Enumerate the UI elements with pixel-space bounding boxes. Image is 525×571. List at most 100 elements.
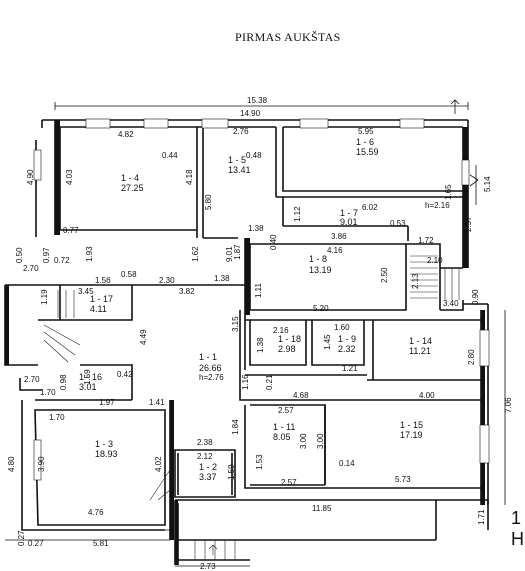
room-1-8-id: 1 - 8 bbox=[309, 254, 327, 264]
room-1-3-area: 18.93 bbox=[95, 449, 118, 459]
dim-label: 3.00 bbox=[316, 433, 325, 449]
room-1-15-id: 1 - 15 bbox=[400, 420, 423, 430]
room-1-14-id: 1 - 14 bbox=[409, 336, 432, 346]
dim-label: 4.00 bbox=[419, 391, 435, 400]
room-1-7-height: h=2.16 bbox=[425, 201, 450, 210]
dim-label: 5.20 bbox=[313, 304, 329, 313]
dim-label: 0.44 bbox=[162, 151, 178, 160]
corner-label-top: 1 bbox=[511, 508, 521, 528]
room-1-1-height: h=2.76 bbox=[199, 373, 224, 382]
room-1-2-area: 3.37 bbox=[199, 472, 217, 482]
dim-label: 2.10 bbox=[427, 256, 443, 265]
dim-label: 1.21 bbox=[342, 364, 358, 373]
room-1-4-id: 1 - 4 bbox=[121, 173, 139, 183]
room-1-16-id: 1 - 16 bbox=[79, 372, 102, 382]
room-1-18-area: 2.98 bbox=[278, 344, 296, 354]
dim-label: 5.80 bbox=[204, 194, 213, 210]
dim-label: 2.30 bbox=[159, 276, 175, 285]
dim-label: 6.02 bbox=[362, 203, 378, 212]
dim-label: 1.38 bbox=[248, 224, 264, 233]
dim-label: 0.21 bbox=[265, 374, 274, 390]
dim-label: 0.98 bbox=[59, 374, 68, 390]
dim-label: 0.72 bbox=[54, 256, 70, 265]
dim-label: 2.57 bbox=[281, 478, 297, 487]
room-1-1-area: 26.66 bbox=[199, 363, 222, 373]
dim-label: 0.97 bbox=[42, 247, 51, 263]
dim-label: 15.38 bbox=[247, 96, 268, 105]
walls bbox=[4, 119, 489, 565]
dim-label: 0.53 bbox=[390, 219, 406, 228]
dim-label: 4.90 bbox=[26, 169, 35, 185]
room-1-8-area: 13.19 bbox=[309, 265, 332, 275]
dim-label: 3.40 bbox=[443, 299, 459, 308]
room-1-7-id: 1 - 7 bbox=[340, 208, 358, 218]
dim-label: 1.65 bbox=[444, 184, 453, 200]
dim-label: 5.73 bbox=[395, 475, 411, 484]
room-1-16-area: 3.01 bbox=[79, 382, 97, 392]
dim-label: 4.68 bbox=[293, 391, 309, 400]
dim-label: 0.27 bbox=[17, 530, 26, 546]
dim-label: 3.15 bbox=[231, 316, 240, 332]
dim-label: 2.50 bbox=[380, 267, 389, 283]
dim-label: 4.82 bbox=[118, 130, 134, 139]
dim-label: 2.38 bbox=[197, 438, 213, 447]
dim-label: 2.12 bbox=[197, 452, 213, 461]
dim-label: 0.14 bbox=[339, 459, 355, 468]
room-1-5-id: 1 - 5 bbox=[228, 155, 246, 165]
dim-label: 1.93 bbox=[85, 246, 94, 262]
corner-label-bottom: H bbox=[511, 529, 524, 549]
dim-label: 3.86 bbox=[331, 232, 347, 241]
dim-label: 1.12 bbox=[293, 206, 302, 222]
dim-label: 0.27 bbox=[28, 539, 44, 548]
dim-label: 1.41 bbox=[149, 398, 165, 407]
room-1-18-id: 1 - 18 bbox=[278, 334, 301, 344]
dim-label: 4.76 bbox=[88, 508, 104, 517]
dim-label: 1.60 bbox=[334, 323, 350, 332]
dim-label: 1.70 bbox=[49, 413, 65, 422]
dim-label: 2.76 bbox=[233, 127, 249, 136]
room-1-14-area: 11.21 bbox=[409, 346, 431, 356]
dim-label: 14.90 bbox=[240, 109, 261, 118]
dim-label: 1.62 bbox=[191, 246, 200, 262]
dim-label: 4.16 bbox=[327, 246, 343, 255]
dim-label: 1.87 bbox=[233, 244, 242, 260]
room-1-9-id: 1 - 9 bbox=[338, 334, 356, 344]
dim-label: 4.02 bbox=[154, 456, 163, 472]
dim-label: 3.00 bbox=[299, 433, 308, 449]
wall-hatch bbox=[5, 120, 485, 565]
room-1-1-id: 1 - 1 bbox=[199, 352, 217, 362]
dim-label: 1.56 bbox=[95, 276, 111, 285]
room-1-11-id: 1 - 11 bbox=[273, 422, 295, 432]
dim-label: 1.84 bbox=[231, 419, 240, 435]
dim-label: 11.85 bbox=[312, 504, 332, 513]
dim-label: 2.13 bbox=[411, 273, 420, 289]
windows bbox=[33, 118, 490, 481]
dim-label: 1.72 bbox=[418, 236, 434, 245]
room-1-11-area: 8.05 bbox=[273, 432, 291, 442]
dim-label: 4.80 bbox=[7, 456, 16, 472]
room-1-17-id: 1 - 17 bbox=[90, 294, 113, 304]
dim-label: 1.45 bbox=[323, 334, 332, 350]
dim-label: 1.19 bbox=[40, 289, 49, 305]
dim-label: 5.95 bbox=[358, 127, 374, 136]
room-1-3-id: 1 - 3 bbox=[95, 439, 113, 449]
room-1-2-id: 1 - 2 bbox=[199, 462, 217, 472]
dim-label: 0.50 bbox=[15, 247, 24, 263]
room-labels: 1 - 4 27.25 1 - 5 13.41 1 - 6 15.59 1 - … bbox=[79, 137, 450, 482]
dim-label: 1.16 bbox=[241, 374, 250, 390]
room-1-17-area: 4.11 bbox=[90, 304, 107, 314]
dim-label: 1.53 bbox=[255, 454, 264, 470]
dim-label: 0.90 bbox=[471, 289, 480, 305]
dim-label: 5.14 bbox=[483, 176, 492, 192]
dimension-lines bbox=[5, 99, 506, 567]
stairs bbox=[43, 255, 460, 560]
dim-label: 1.11 bbox=[254, 282, 263, 298]
dim-label: 1.97 bbox=[99, 398, 115, 407]
dim-label: 1.70 bbox=[40, 388, 56, 397]
room-1-9-area: 2.32 bbox=[338, 344, 356, 354]
room-1-7-area: 9.01 bbox=[340, 217, 358, 227]
dim-label: 1.59 bbox=[83, 369, 92, 385]
dim-label: 2.16 bbox=[273, 326, 289, 335]
room-1-6-area: 15.59 bbox=[356, 147, 379, 157]
